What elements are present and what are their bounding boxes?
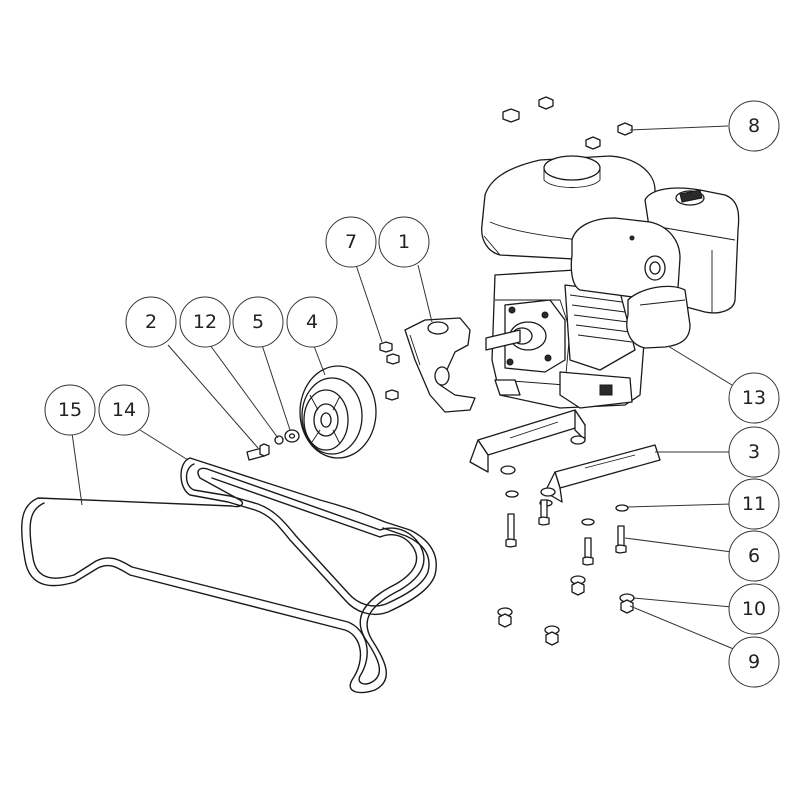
callout-15: 15	[44, 384, 96, 436]
callout-15-label: 15	[58, 399, 82, 421]
leader-8	[629, 125, 729, 131]
leader-6	[624, 537, 733, 553]
bracket-1	[404, 317, 476, 413]
callout-7-label: 7	[345, 231, 357, 253]
callout-13-label: 13	[742, 387, 766, 409]
callout-11-label: 11	[742, 493, 766, 515]
leader-11	[627, 503, 733, 508]
callout-8: 8	[728, 100, 780, 152]
pulley-4	[299, 365, 377, 459]
washer-12	[274, 435, 284, 445]
callout-12-label: 12	[193, 311, 217, 333]
callout-11: 11	[728, 478, 780, 530]
leader-14	[139, 429, 189, 461]
belt-14	[180, 457, 437, 616]
callout-8-label: 8	[748, 115, 760, 137]
nuts-9	[498, 581, 634, 646]
leader-2	[167, 344, 259, 449]
leader-12	[209, 344, 279, 439]
leader-10	[632, 597, 733, 608]
callout-5-label: 5	[252, 311, 264, 333]
callout-9: 9	[728, 636, 780, 688]
nuts-8	[502, 96, 633, 150]
callout-2-label: 2	[145, 311, 157, 333]
callout-14: 14	[98, 384, 150, 436]
leader-1	[417, 264, 433, 323]
callout-4: 4	[286, 296, 338, 348]
callout-6-label: 6	[748, 545, 760, 567]
leader-13	[667, 345, 733, 386]
leader-15	[71, 432, 83, 506]
leader-5	[261, 344, 291, 431]
callout-10-label: 10	[742, 598, 766, 620]
washer-5	[284, 429, 300, 443]
callout-1-label: 1	[398, 231, 410, 253]
leader-7	[355, 264, 383, 343]
callout-6: 6	[728, 530, 780, 582]
leader-9	[629, 605, 737, 651]
callout-4-label: 4	[306, 311, 318, 333]
callout-3-label: 3	[748, 441, 760, 463]
bolts-7	[379, 341, 400, 401]
callout-5: 5	[232, 296, 284, 348]
bolt-2	[246, 443, 270, 461]
leader-4	[313, 345, 326, 376]
callout-10: 10	[728, 583, 780, 635]
callout-14-label: 14	[112, 399, 136, 421]
callout-9-label: 9	[748, 651, 760, 673]
callout-12: 12	[179, 296, 231, 348]
washers-10	[497, 575, 635, 635]
washers-11	[505, 490, 629, 526]
callout-2: 2	[125, 296, 177, 348]
leader-lines	[71, 125, 737, 651]
callout-3: 3	[728, 426, 780, 478]
rails-3	[469, 409, 661, 503]
callout-1: 1	[378, 216, 430, 268]
belt-15	[21, 467, 425, 694]
bolts-6	[505, 499, 627, 566]
engine-assembly-13	[481, 155, 740, 409]
callout-13: 13	[728, 372, 780, 424]
callout-7: 7	[325, 216, 377, 268]
